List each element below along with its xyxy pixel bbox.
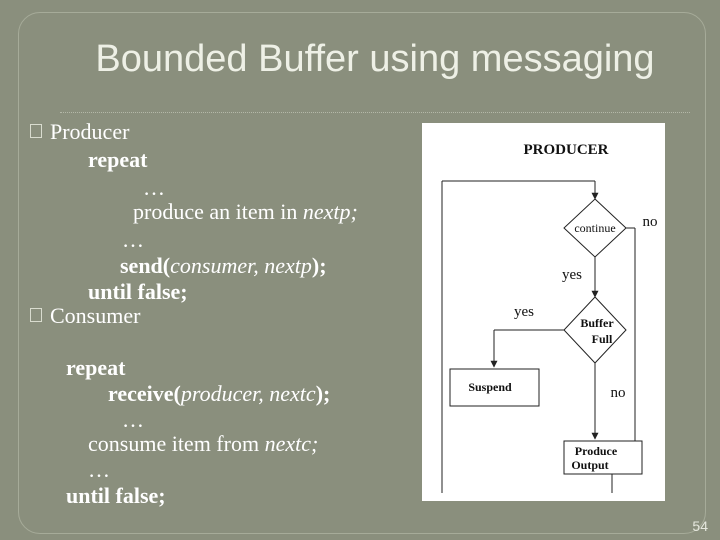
title-divider [60,112,690,113]
producer-send-line: send(consumer, nextp); [120,254,327,278]
label-no-bottom: no [611,385,626,401]
produce-var: nextp; [302,199,358,224]
label-yes-left: yes [514,304,534,320]
slide-title: Bounded Buffer using messaging [95,38,655,80]
consumer-bullet-item: Consumer [30,304,140,328]
decision-buffer-diamond [563,296,627,364]
receive-close: ); [315,381,331,406]
send-close: ); [311,253,327,278]
label-no-top: no [643,214,658,230]
page-number: 54 [692,518,708,534]
consumer-label: Consumer [50,303,141,328]
send-args: consumer, nextp [170,253,312,278]
producer-bullet-item: Producer [30,120,129,144]
producer-ellipsis-1: … [143,175,165,200]
producer-repeat: repeat [88,147,148,172]
producer-produce-line: produce an item in nextp; [133,200,358,224]
consumer-consume-line: consume item from nextc; [88,432,318,456]
producer-ellipsis-2: … [122,227,144,252]
flowchart-title: PRODUCER [524,142,609,158]
producer-label: Producer [50,119,130,144]
consumer-repeat: repeat [66,355,126,380]
consumer-ellipsis-2: … [88,457,110,482]
receive-args: producer, nextc [180,381,316,406]
consumer-until: until false; [66,483,166,508]
decision-continue-label: continue [574,221,615,235]
produce-text: produce an item in [133,199,303,224]
label-yes-mid: yes [562,267,582,283]
consume-var: nextc; [264,431,319,456]
flowchart-svg: PRODUCER continue no yes Buffer Full yes… [441,142,658,493]
slide-frame [18,12,706,534]
produce-label-1: Produce [575,444,618,458]
bullet-icon [30,124,42,138]
suspend-label: Suspend [468,380,512,394]
bullet-icon [30,308,42,322]
produce-output-box [563,440,643,475]
suspend-box [449,368,540,407]
buffer-label-1: Buffer [580,316,614,330]
consume-text: consume item from [88,431,265,456]
producer-until: until false; [88,279,188,304]
receive-keyword: receive( [108,381,181,406]
consumer-ellipsis-1: … [122,407,144,432]
producer-flowchart: PRODUCER continue no yes Buffer Full yes… [422,123,665,501]
buffer-label-2: Full [592,332,613,346]
send-keyword: send( [120,253,171,278]
consumer-receive-line: receive(producer, nextc); [108,382,330,406]
produce-label-2: Output [571,458,608,472]
